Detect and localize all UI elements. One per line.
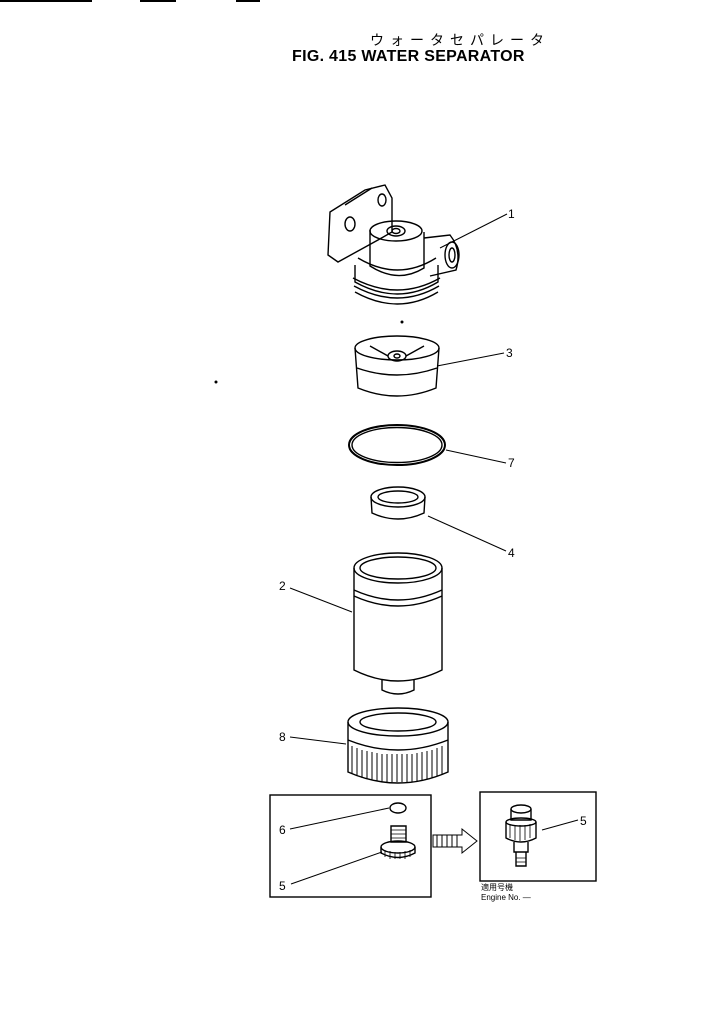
- inset-box-alternate: [479, 791, 597, 882]
- scan-dot: [400, 320, 404, 324]
- callout-8: 8: [279, 730, 286, 744]
- part-2-filter-element: [353, 552, 443, 695]
- scan-dot: [214, 380, 218, 384]
- title-japanese: ウォータセパレータ: [370, 33, 550, 49]
- part-8-ring-nut: [347, 707, 449, 784]
- figure-title: FIG. 415 WATER SEPARATOR: [292, 48, 525, 65]
- inset-box-drain: [269, 794, 432, 898]
- engine-number-note: Engine No. —: [481, 893, 531, 902]
- callout-7: 7: [508, 456, 515, 470]
- arrow-icon: [432, 827, 478, 855]
- callout-1: 1: [508, 207, 515, 221]
- part-7-o-ring: [348, 424, 446, 466]
- scan-mark-3: [236, 0, 260, 2]
- scan-mark-1: [0, 0, 92, 2]
- callout-5-inset: 5: [279, 879, 286, 893]
- scan-mark-2: [140, 0, 176, 2]
- callout-5-alternate: 5: [580, 814, 587, 828]
- part-3-cup: [354, 335, 440, 397]
- part-4-ring: [370, 486, 426, 520]
- callout-2: 2: [279, 579, 286, 593]
- leader-lines: [289, 213, 579, 885]
- callout-4: 4: [508, 546, 515, 560]
- callout-6: 6: [279, 823, 286, 837]
- callout-3: 3: [506, 346, 513, 360]
- part-1-filter-head: [327, 184, 460, 305]
- applicable-serial-jp: 適用号機: [481, 882, 513, 892]
